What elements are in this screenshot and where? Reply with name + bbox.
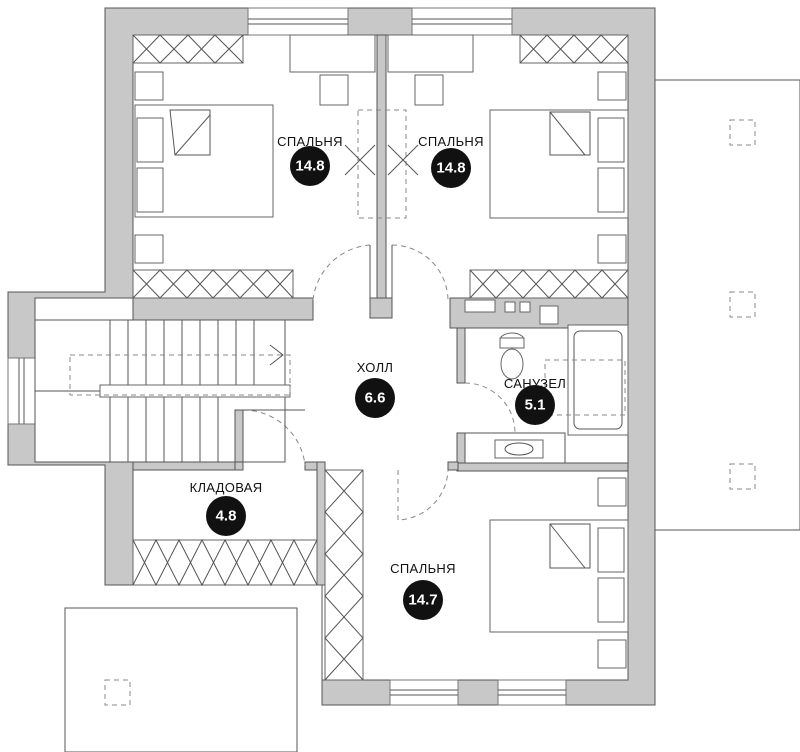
room-label: СПАЛЬНЯ <box>277 134 343 149</box>
area-value: 4.8 <box>216 508 237 525</box>
area-badge <box>403 580 443 620</box>
bedroom-3-furniture <box>324 469 629 681</box>
area-badge <box>515 385 555 425</box>
room-label: КЛАДОВАЯ <box>190 480 263 495</box>
room-label: СПАЛЬНЯ <box>390 561 456 576</box>
bottom-left-terrace <box>64 607 298 752</box>
room-bathroom: САНУЗЕЛ 5.1 <box>504 376 566 425</box>
room-label: СПАЛЬНЯ <box>418 134 484 149</box>
area-badge <box>355 378 395 418</box>
area-value: 14.8 <box>436 160 465 177</box>
staircase <box>34 319 291 463</box>
room-bedroom-3: СПАЛЬНЯ 14.7 <box>390 561 456 620</box>
area-value: 6.6 <box>365 390 386 407</box>
area-badge <box>206 496 246 536</box>
room-label: САНУЗЕЛ <box>504 376 566 391</box>
bedroom-2-furniture <box>387 34 629 299</box>
bedroom-1-furniture <box>132 34 376 299</box>
area-value: 14.7 <box>408 592 437 609</box>
area-badge <box>290 146 330 186</box>
room-bedroom-2: СПАЛЬНЯ 14.8 <box>418 134 484 188</box>
windows <box>7 7 567 706</box>
central-closets <box>344 109 419 219</box>
bathroom-fixtures <box>464 299 629 464</box>
area-value: 14.8 <box>295 158 324 175</box>
room-label: ХОЛЛ <box>357 360 393 375</box>
area-value: 5.1 <box>525 397 546 414</box>
interior-walls <box>132 34 629 586</box>
storage-furniture <box>132 538 318 587</box>
room-bedroom-1: СПАЛЬНЯ 14.8 <box>277 134 343 186</box>
area-badge <box>431 148 471 188</box>
room-storage: КЛАДОВАЯ 4.8 <box>190 480 263 536</box>
room-hall: ХОЛЛ 6.6 <box>355 360 395 418</box>
stair-steps-bottom <box>109 391 219 462</box>
right-roof <box>654 79 800 531</box>
